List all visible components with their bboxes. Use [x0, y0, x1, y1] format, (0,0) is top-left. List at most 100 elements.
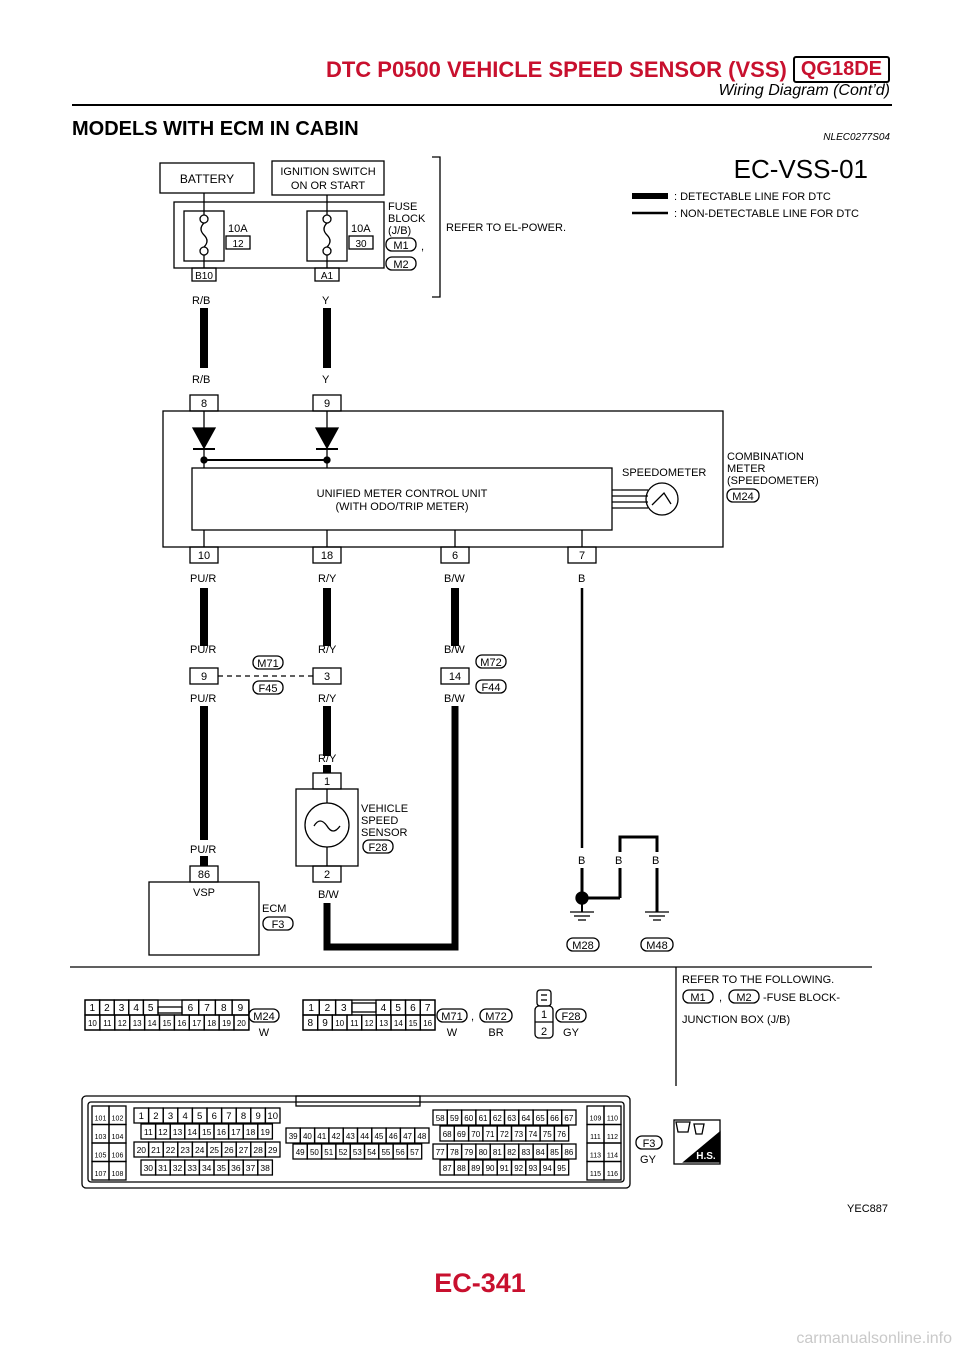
- wire-label-pur-3: PU/R: [190, 693, 216, 705]
- f3-pin: 60: [464, 1114, 473, 1123]
- f3-pin: 105: [95, 1153, 107, 1160]
- f3-pin: 92: [514, 1164, 523, 1173]
- meter-pin-7: [567, 546, 597, 564]
- f3-pin: 54: [367, 1148, 376, 1157]
- ground-conn-m48: [640, 937, 674, 952]
- wire-label-bw-2: B/W: [444, 644, 465, 656]
- svg-text:B10: B10: [195, 271, 213, 282]
- f3-pin: 53: [353, 1148, 362, 1157]
- wire-label-rb-2: R/B: [192, 374, 210, 386]
- f3-pin: 29: [268, 1145, 278, 1155]
- svg-text:-FUSE BLOCK-: -FUSE BLOCK-: [763, 992, 840, 1004]
- svg-text:9: 9: [201, 671, 207, 683]
- f3-pin: 113: [590, 1153, 601, 1160]
- unit-label-2: (WITH ODO/TRIP METER): [335, 501, 468, 513]
- f3-pin: 46: [389, 1132, 398, 1141]
- f3-pin: 13: [173, 1127, 183, 1137]
- f3-pin: 70: [471, 1130, 480, 1139]
- joint-pin-14: [440, 667, 470, 685]
- f3-pin: 84: [536, 1148, 545, 1157]
- m24-pin: 19: [222, 1019, 231, 1028]
- fuse-pin-b10: [191, 267, 217, 282]
- f3-pin: 107: [95, 1171, 107, 1178]
- m71-pin: 14: [394, 1019, 403, 1028]
- wire-label-bw-3: B/W: [444, 693, 465, 705]
- svg-text:30: 30: [355, 239, 367, 250]
- m71-pin: 4: [381, 1003, 387, 1014]
- conn-label-m24: [248, 1008, 280, 1023]
- m71-pin: 16: [423, 1019, 432, 1028]
- f3-pin: 62: [493, 1114, 502, 1123]
- svg-text:M48: M48: [646, 940, 667, 952]
- f3-pin: 95: [557, 1164, 566, 1173]
- f3-pin: 52: [339, 1148, 348, 1157]
- f3-cell: [553, 1159, 570, 1176]
- m24-pin: 7: [204, 1003, 210, 1014]
- conn-label-m71: [436, 1008, 468, 1023]
- f3-pin: 39: [289, 1132, 298, 1141]
- conn-color-m71: W: [447, 1027, 458, 1039]
- f3-pin: 111: [590, 1134, 601, 1141]
- svg-text:A1: A1: [321, 271, 334, 282]
- m71-pin: 12: [365, 1019, 374, 1028]
- svg-text:12: 12: [232, 239, 244, 250]
- wire-bw: [451, 588, 459, 646]
- f3-pin: 66: [550, 1114, 559, 1123]
- battery-label: BATTERY: [180, 172, 234, 186]
- fuse-block-label-3: (J/B): [388, 225, 411, 237]
- fuse-1: 10A 12: [183, 193, 251, 268]
- svg-text:1: 1: [324, 776, 330, 788]
- conn-color-m72: BR: [488, 1027, 503, 1039]
- f3-pin: 64: [521, 1114, 530, 1123]
- f3-pin: 23: [180, 1145, 190, 1155]
- f3-pin: 24: [195, 1145, 205, 1155]
- f3-pin: 30: [144, 1163, 154, 1173]
- m24-pin: 4: [133, 1003, 139, 1014]
- f3-cell: [414, 1127, 430, 1144]
- svg-text:7: 7: [579, 550, 585, 562]
- f3-pin: 18: [246, 1127, 256, 1137]
- f3-cell: [406, 1143, 423, 1160]
- f3-pin: 58: [436, 1114, 445, 1123]
- f3-pin: 91: [500, 1164, 509, 1173]
- connector-m24-face: 123456789123456789 101112131415161718192…: [84, 999, 250, 1031]
- conn-color-f28: GY: [563, 1027, 580, 1039]
- wire-ry-lower: [323, 706, 331, 756]
- svg-text:F28: F28: [562, 1011, 581, 1023]
- f3-pin: 73: [514, 1130, 523, 1139]
- wire-label-b-1: B: [578, 573, 585, 585]
- connector-f28-face: 1 2: [534, 989, 554, 1039]
- sensor-conn-f28: [362, 839, 394, 854]
- fuse-block-box: [173, 201, 385, 269]
- m24-pin: 11: [103, 1019, 112, 1028]
- svg-text:H.S.: H.S.: [696, 1151, 716, 1162]
- legend-detectable: : DETECTABLE LINE FOR DTC: [674, 191, 831, 203]
- svg-text:8: 8: [201, 398, 207, 410]
- wire-label-ry-3: R/Y: [318, 693, 337, 705]
- joint-conn-f44: [475, 679, 507, 694]
- svg-text:,: ,: [471, 1011, 474, 1023]
- f3-pin: 63: [507, 1114, 516, 1123]
- diode-1: [191, 427, 217, 450]
- wire-bw-ground: [323, 706, 459, 951]
- wire-pur-lower: [200, 706, 208, 840]
- meter-conn-m24: [726, 488, 760, 503]
- m24-pin: 6: [188, 1003, 194, 1014]
- f3-pin: 59: [450, 1114, 459, 1123]
- f3-pin: 74: [528, 1130, 537, 1139]
- m71-pin: 9: [322, 1018, 328, 1029]
- f3-pin: 28: [253, 1145, 263, 1155]
- page-number: EC-341: [434, 1268, 526, 1298]
- wire-label-rb-1: R/B: [192, 295, 210, 307]
- page-subtitle: Wiring Diagram (Cont’d): [718, 82, 890, 99]
- f3-pin: 112: [607, 1134, 618, 1141]
- conn-label-f3: [635, 1135, 663, 1150]
- f3-pin: 14: [187, 1127, 197, 1137]
- hs-harness-icon: H.S.: [673, 1119, 721, 1165]
- f3-pin: 27: [239, 1145, 249, 1155]
- f3-pin: 75: [543, 1130, 552, 1139]
- legend-non-detectable: : NON-DETECTABLE LINE FOR DTC: [674, 208, 859, 220]
- f3-pin: 86: [564, 1148, 573, 1157]
